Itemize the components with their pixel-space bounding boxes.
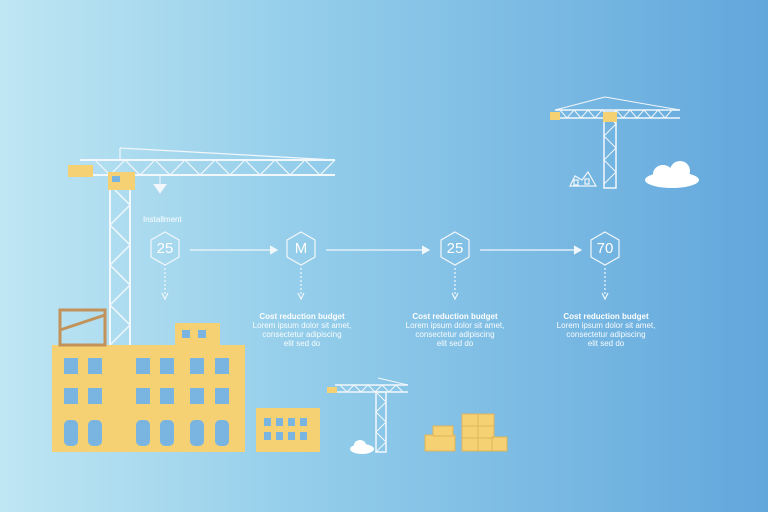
top-cloud-icon <box>645 161 699 188</box>
step-3-value: 25 <box>446 240 464 257</box>
step-4-label: Cost reduction budget Lorem ipsum dolor … <box>550 312 662 348</box>
small-house-icon <box>569 170 598 187</box>
process-flow <box>150 231 620 301</box>
step-4-desc-line1: Lorem ipsum dolor sit amet, <box>556 321 656 330</box>
brick-stack-icon <box>424 413 508 452</box>
small-building-icon <box>256 408 320 452</box>
large-building-icon <box>52 308 245 452</box>
cloud-icon <box>350 440 374 454</box>
step-4-title: Cost reduction budget <box>563 312 649 321</box>
step-2-desc-line2: consectetur adipiscing <box>262 330 342 339</box>
hexagon-icon <box>150 231 180 266</box>
step-3-label: Cost reduction budget Lorem ipsum dolor … <box>399 312 511 348</box>
step-3-desc-line2: consectetur adipiscing <box>415 330 495 339</box>
installment-caption: Installment <box>143 215 182 224</box>
hexagon-icon <box>440 231 470 266</box>
step-2-value: M <box>294 240 308 257</box>
step-2-label: Cost reduction budget Lorem ipsum dolor … <box>246 312 358 348</box>
step-4-desc-line3: elit sed do <box>587 339 625 348</box>
step-3-title: Cost reduction budget <box>412 312 498 321</box>
top-right-crane-icon <box>550 96 681 189</box>
step-2-desc-line1: Lorem ipsum dolor sit amet, <box>252 321 352 330</box>
step-3-desc-line3: elit sed do <box>436 339 474 348</box>
hexagon-icon <box>286 231 316 266</box>
step-4-value: 70 <box>596 240 614 257</box>
step-3-desc-line1: Lorem ipsum dolor sit amet, <box>405 321 505 330</box>
hexagon-icon <box>590 231 620 266</box>
step-2-desc-line3: elit sed do <box>283 339 321 348</box>
step-4-desc-line2: consectetur adipiscing <box>566 330 646 339</box>
step-2-title: Cost reduction budget <box>259 312 345 321</box>
small-crane-icon <box>327 377 409 453</box>
crane-cab-icon <box>68 165 135 190</box>
step-1-value: 25 <box>156 240 174 257</box>
